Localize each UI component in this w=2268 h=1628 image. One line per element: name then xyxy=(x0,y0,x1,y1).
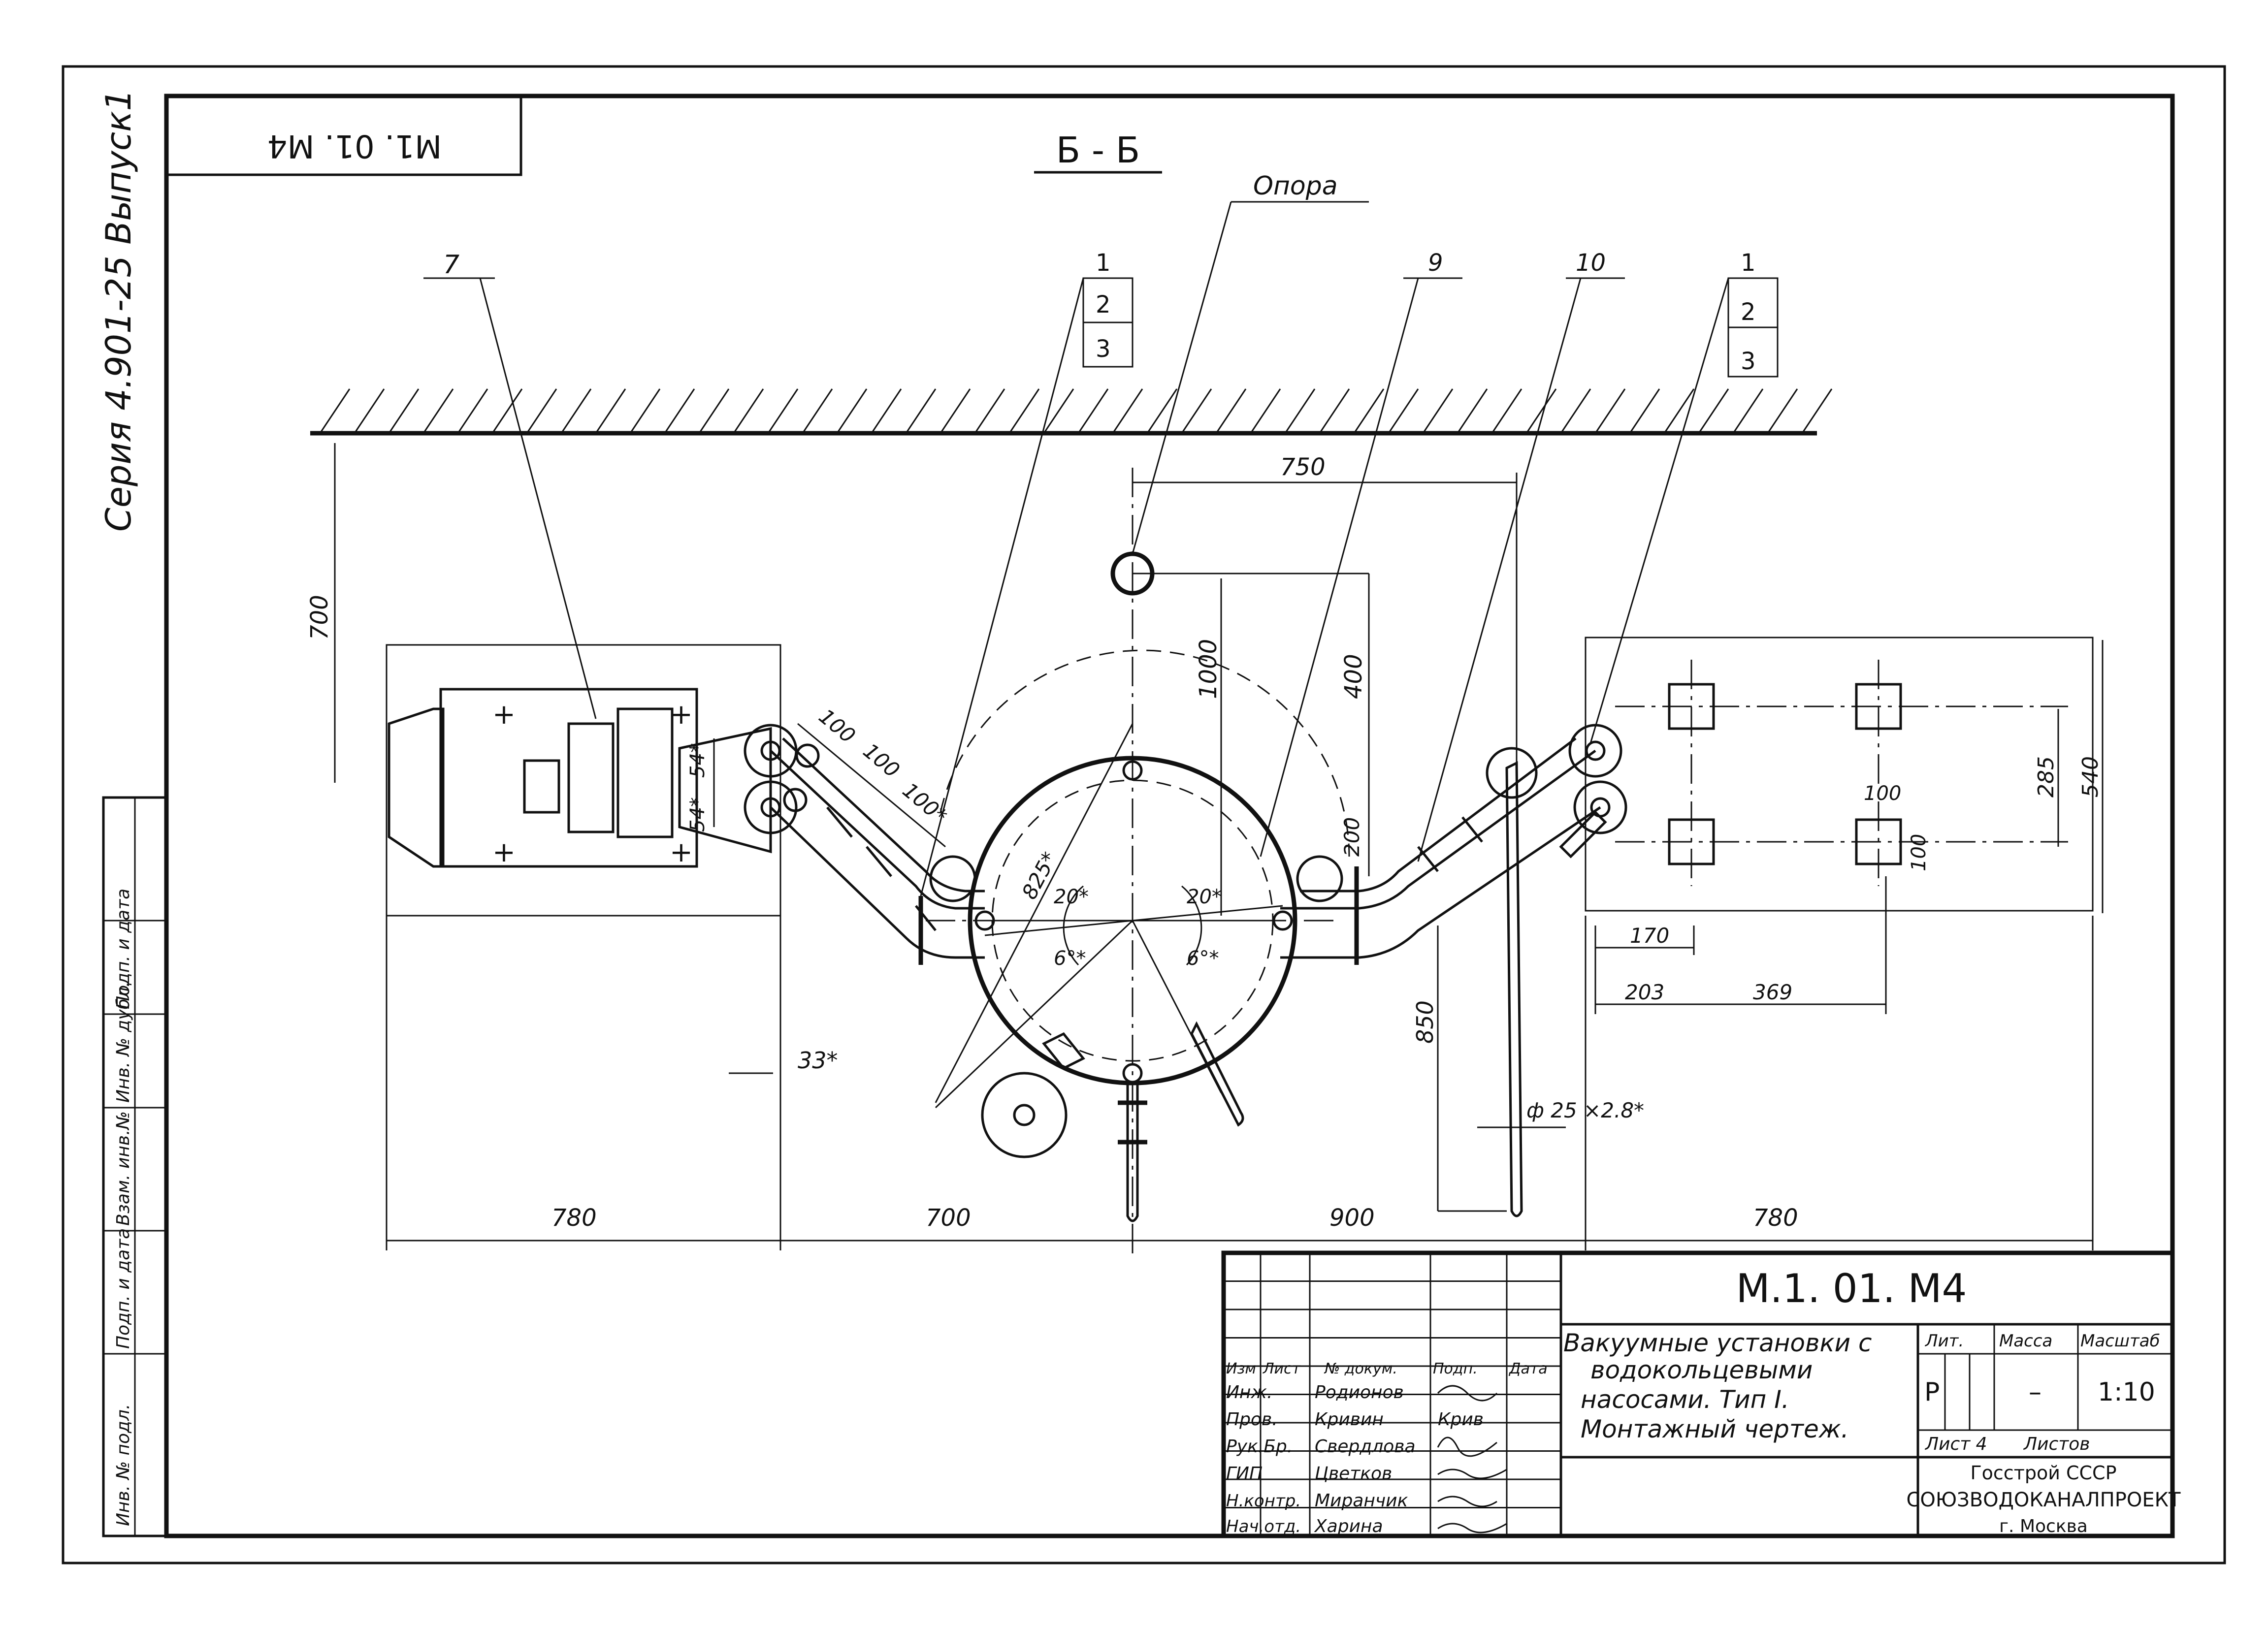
svg-text:+: + xyxy=(492,699,516,731)
side-col-2: Взам. инв.№ xyxy=(113,1111,133,1226)
description-line-4: Монтажный чертеж. xyxy=(1581,1415,1849,1443)
section-label: Б - Б xyxy=(1056,129,1140,171)
dim-100-a: 100 xyxy=(814,704,860,748)
tb-header-izm: Изм xyxy=(1226,1360,1256,1377)
ceiling-hatch xyxy=(310,388,1833,436)
tb-header-date: Дата xyxy=(1508,1360,1548,1377)
sheet-label: Лист 4 xyxy=(1924,1434,1987,1454)
side-col-1: Подп. и дата xyxy=(113,1228,133,1349)
dim-369: 369 xyxy=(1753,980,1792,1004)
callout-group-b-1: 1 xyxy=(1741,249,1756,277)
dim-1000: 1000 xyxy=(1195,639,1222,699)
dim-100-right-v: 100 xyxy=(1908,834,1930,871)
scale-label: Масштаб xyxy=(2080,1331,2160,1351)
side-stamp: Инв. № подл. Подп. и дата Взам. инв.№ Ин… xyxy=(102,796,168,1537)
name-2: Свердлова xyxy=(1315,1436,1416,1457)
scale-value: 1:10 xyxy=(2098,1377,2155,1407)
dim-54-a: 54* xyxy=(686,743,709,778)
dim-170: 170 xyxy=(1630,924,1669,948)
name-1: Кривин xyxy=(1315,1409,1384,1430)
dim-203: 203 xyxy=(1625,980,1664,1004)
dimension-lines: 750 700 1000 400 200 100 100 100* 54* 54… xyxy=(306,443,2104,1250)
dim-100-b: 100 xyxy=(859,738,905,782)
dim-54-b: 54* xyxy=(686,797,709,832)
sheets-label: Листов xyxy=(2023,1434,2090,1454)
dim-850: 850 xyxy=(1412,1000,1438,1044)
dim-200: 200 xyxy=(1340,817,1364,857)
title-block: М.1. 01. М4 Вакуумные установки с водоко… xyxy=(1221,1250,2181,1538)
bottom-dim-700: 700 xyxy=(926,1204,971,1232)
right-pipes xyxy=(1280,724,1627,1217)
role-0: Инж. xyxy=(1226,1382,1272,1403)
name-5: Харина xyxy=(1314,1516,1383,1536)
right-foundation xyxy=(1585,637,2094,912)
name-0: Родионов xyxy=(1315,1382,1404,1403)
side-col-4: Подп. и дата xyxy=(113,889,133,1009)
mass-value: – xyxy=(2029,1377,2041,1407)
name-4: Миранчик xyxy=(1315,1491,1408,1511)
dim-540: 540 xyxy=(2078,756,2103,798)
inner-frame xyxy=(164,94,2175,1538)
org-gosstroy: Госстрой СССР xyxy=(1970,1462,2116,1484)
role-2: Рук.Бр. xyxy=(1226,1436,1293,1457)
angle-20-left: 20* xyxy=(1054,886,1089,908)
role-4: Н.контр. xyxy=(1226,1491,1301,1511)
signature-scribbles xyxy=(1437,1385,1507,1533)
dim-100-c: 100* xyxy=(898,778,952,829)
callout-9: 9 xyxy=(1428,249,1443,277)
callout-group-a-1: 1 xyxy=(1096,249,1111,277)
description-line-1: Вакуумные установки с xyxy=(1563,1329,1872,1357)
callout-leaders: 7 1 2 3 9 10 1 2 3 xyxy=(423,249,1779,896)
description-line-3: насосами. Тип I. xyxy=(1581,1385,1789,1414)
svg-text:+: + xyxy=(670,836,693,868)
svg-text:+: + xyxy=(492,836,516,868)
org-soyuz: СОЮЗВОДОКАНАЛПРОЕКТ xyxy=(1907,1489,2181,1511)
lit-value: Р xyxy=(1924,1377,1940,1407)
callout-7: 7 xyxy=(443,250,459,280)
role-1: Пров. xyxy=(1226,1409,1278,1430)
callout-opora: Опора xyxy=(1253,171,1338,201)
dim-33: 33* xyxy=(798,1047,838,1074)
callout-group-a-2: 2 xyxy=(1096,291,1111,319)
dim-100-right-h: 100 xyxy=(1864,782,1901,805)
tb-header-list: Лист xyxy=(1263,1360,1301,1377)
dim-285: 285 xyxy=(2034,756,2059,798)
angle-20-right: 20* xyxy=(1187,886,1222,908)
side-col-3: Инв. № дубл. xyxy=(113,982,133,1103)
callout-10: 10 xyxy=(1576,249,1606,277)
series-label: Серия 4.901-25 Выпуск1 xyxy=(98,89,139,532)
support-opora: Опора xyxy=(1110,171,1369,596)
dim-700-vertical: 700 xyxy=(306,595,333,640)
signature-1: Крив xyxy=(1438,1409,1484,1430)
dim-400: 400 xyxy=(1340,654,1367,699)
left-pump-unit: + + + + xyxy=(386,644,781,917)
bottom-dim-780-right: 780 xyxy=(1753,1204,1798,1232)
svg-text:+: + xyxy=(670,699,693,731)
stamp-code-box: М1. 01. М4 xyxy=(165,95,522,176)
description-line-2: водокольцевыми xyxy=(1590,1356,1813,1384)
drawing-code: М.1. 01. М4 xyxy=(1736,1266,1967,1311)
name-3: Цветков xyxy=(1315,1464,1392,1484)
org-city: г. Москва xyxy=(1999,1516,2088,1536)
angle-6-right: 6°* xyxy=(1187,947,1219,970)
role-5: Нач.отд. xyxy=(1226,1517,1301,1536)
lower-pipes xyxy=(981,1021,1244,1222)
left-valves xyxy=(744,724,820,834)
stamp-code: М1. 01. М4 xyxy=(267,128,442,164)
lit-label: Лит. xyxy=(1924,1331,1964,1351)
dim-750: 750 xyxy=(1280,453,1326,481)
callout-group-b-2: 2 xyxy=(1741,298,1756,326)
side-col-0: Инв. № подл. xyxy=(113,1404,133,1526)
role-3: ГИП xyxy=(1226,1464,1263,1484)
tb-header-doc: № докум. xyxy=(1324,1360,1397,1377)
mass-label: Масса xyxy=(1999,1331,2052,1351)
tb-header-sign: Подп. xyxy=(1433,1360,1478,1377)
callout-group-b-3: 3 xyxy=(1741,348,1756,375)
bottom-dim-780-left: 780 xyxy=(551,1204,597,1232)
angle-6-left: 6°* xyxy=(1054,947,1086,970)
bottom-dim-900: 900 xyxy=(1329,1204,1375,1232)
callout-group-a-3: 3 xyxy=(1096,335,1111,363)
outer-frame xyxy=(62,65,2226,1564)
